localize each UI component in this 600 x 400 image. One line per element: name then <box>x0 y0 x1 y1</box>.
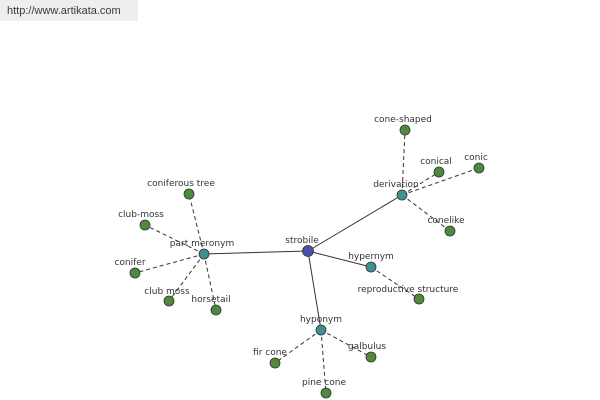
leaf-node-pine-cone[interactable]: pine cone <box>302 378 346 399</box>
relation-node-dot[interactable] <box>315 324 327 336</box>
leaf-node-reproductive-structure[interactable]: reproductive structure <box>358 285 459 305</box>
leaf-node-label[interactable]: club-moss <box>118 210 164 220</box>
relation-node-dot[interactable] <box>198 248 210 260</box>
leaf-node-dot[interactable] <box>433 166 445 178</box>
edge-part-meronym-conifer <box>134 253 205 274</box>
leaf-node-cone-shaped[interactable]: cone-shaped <box>374 115 432 136</box>
edge-hypernym-reproductive-structure <box>370 266 420 300</box>
leaf-node-galbulus[interactable]: galbulus <box>348 342 386 363</box>
leaf-node-label[interactable]: reproductive structure <box>358 285 459 295</box>
leaf-node-label[interactable]: conelike <box>427 216 465 226</box>
leaf-node-dot[interactable] <box>365 351 377 363</box>
edge-center-hypernym <box>307 250 372 268</box>
leaf-node-dot[interactable] <box>444 225 456 237</box>
leaf-node-conelike[interactable]: conelike <box>427 216 465 237</box>
relation-node-label[interactable]: hyponym <box>300 315 342 325</box>
leaf-node-label[interactable]: horsetail <box>191 295 230 305</box>
leaf-node-label[interactable]: fir cone <box>253 348 287 358</box>
leaf-node-label[interactable]: cone-shaped <box>374 115 432 125</box>
leaf-node-horsetail[interactable]: horsetail <box>191 295 231 316</box>
center-node-dot[interactable] <box>302 245 314 257</box>
relation-node-label[interactable]: hypernym <box>348 252 394 262</box>
leaf-node-dot[interactable] <box>139 219 151 231</box>
leaf-node-label[interactable]: conic <box>464 153 488 163</box>
relation-node-dot[interactable] <box>396 189 408 201</box>
leaf-node-label[interactable]: coniferous tree <box>147 179 215 189</box>
leaf-node-fir-cone[interactable]: fir cone <box>253 348 287 369</box>
edge-derivation-conelike <box>401 194 451 232</box>
leaf-node-dot[interactable] <box>183 188 195 200</box>
relation-node-hypernym[interactable]: hypernym <box>348 252 394 273</box>
relation-node-label[interactable]: part meronym <box>170 239 234 249</box>
leaf-node-dot[interactable] <box>163 295 175 307</box>
edge-derivation-conical <box>401 171 440 196</box>
edge-part-meronym-coniferous-tree <box>188 193 205 255</box>
leaf-node-dot[interactable] <box>413 293 425 305</box>
edge-center-part-meronym <box>203 250 309 255</box>
leaf-node-label[interactable]: conifer <box>114 258 145 268</box>
edge-center-derivation <box>307 194 403 252</box>
leaf-node-dot[interactable] <box>129 267 141 279</box>
url-header-bar: http://www.artikata.com <box>0 0 138 21</box>
leaf-node-conical[interactable]: conical <box>420 157 452 178</box>
leaf-node-dot[interactable] <box>399 124 411 136</box>
leaf-node-label[interactable]: pine cone <box>302 378 346 388</box>
relation-node-derivation[interactable]: derivation <box>373 180 419 201</box>
leaf-node-dot[interactable] <box>320 387 332 399</box>
leaf-node-conic[interactable]: conic <box>464 153 488 174</box>
relation-node-hyponym[interactable]: hyponym <box>300 315 342 336</box>
relation-node-label[interactable]: derivation <box>373 180 419 190</box>
leaf-node-dot[interactable] <box>473 162 485 174</box>
edge-hyponym-galbulus <box>320 329 372 358</box>
leaf-node-label[interactable]: club moss <box>144 287 190 297</box>
leaf-node-club-moss[interactable]: club-moss <box>118 210 164 231</box>
edge-part-meronym-club-moss <box>168 253 205 302</box>
graph-nodes: strobile derivation cone-shaped conical coni… <box>114 115 488 399</box>
edge-hyponym-fir-cone <box>274 329 322 364</box>
leaf-node-label[interactable]: conical <box>420 157 452 167</box>
leaf-node-coniferous-tree[interactable]: coniferous tree <box>147 179 215 200</box>
leaf-node-conifer[interactable]: conifer <box>114 258 146 279</box>
relation-node-part-meronym[interactable]: part meronym <box>170 239 234 260</box>
leaf-node-label[interactable]: galbulus <box>348 342 386 352</box>
leaf-node-dot[interactable] <box>210 304 222 316</box>
edge-part-meronym-club-moss <box>144 224 205 255</box>
leaf-node-club-moss[interactable]: club moss <box>144 287 190 307</box>
edge-hyponym-pine-cone <box>320 329 327 394</box>
edge-derivation-cone-shaped <box>401 129 406 196</box>
edge-center-hyponym <box>307 250 322 331</box>
leaf-node-dot[interactable] <box>269 357 281 369</box>
center-node-label[interactable]: strobile <box>285 236 319 246</box>
edge-part-meronym-horsetail <box>203 253 217 311</box>
center-node-strobile[interactable]: strobile <box>285 236 319 257</box>
graph-edges <box>134 129 480 394</box>
relation-node-dot[interactable] <box>365 261 377 273</box>
site-url-link[interactable]: http://www.artikata.com <box>7 5 121 17</box>
